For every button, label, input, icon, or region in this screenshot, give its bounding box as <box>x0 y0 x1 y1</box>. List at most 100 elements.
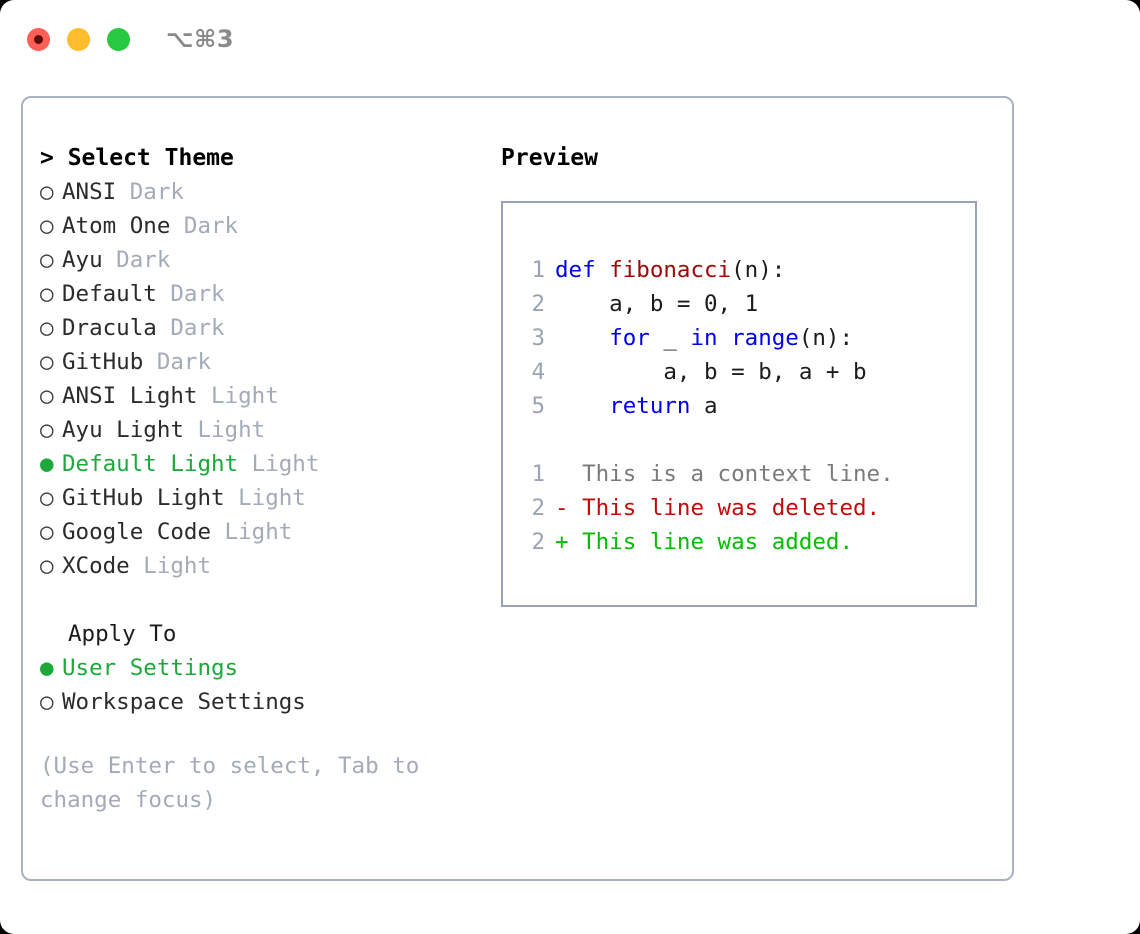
theme-variant-tag: Dark <box>116 179 184 205</box>
line-number: 3 <box>531 325 545 351</box>
theme-name: ANSI <box>62 179 117 205</box>
diff-marker: + <box>555 529 569 555</box>
radio-unselected-icon[interactable]: ○ <box>40 485 54 511</box>
code-token: _ <box>649 325 691 351</box>
code-token: (n): <box>731 257 786 283</box>
diff-text: This line was deleted. <box>568 495 881 521</box>
theme-name: XCode <box>62 553 130 579</box>
code-token: return <box>609 393 691 419</box>
theme-variant-tag: Light <box>197 383 279 409</box>
code-token: a, b = 0, 1 <box>555 291 759 317</box>
theme-option-github[interactable]: ○GitHub Dark <box>40 345 480 379</box>
code-line: 4 a, b = b, a + b <box>503 355 975 389</box>
theme-option-ansi[interactable]: ○ ANSI Dark <box>40 175 480 209</box>
close-button[interactable] <box>27 27 50 51</box>
minimize-button[interactable] <box>67 27 90 51</box>
zoom-button[interactable] <box>107 27 130 51</box>
radio-unselected-icon[interactable]: ○ <box>40 315 54 341</box>
theme-name: Atom One <box>62 213 171 239</box>
theme-name: Default <box>62 281 157 307</box>
line-number: 2 <box>531 495 545 521</box>
code-line: 5 return a <box>503 389 975 423</box>
radio-unselected-icon[interactable]: ○ <box>40 213 54 239</box>
diff-sample: 1 This is a context line. 2- This line wa… <box>503 457 975 559</box>
theme-variant-tag: Light <box>183 417 266 443</box>
theme-variant-tag: Light <box>224 485 306 511</box>
code-token: (n): <box>798 325 854 351</box>
code-token <box>718 325 732 351</box>
radio-unselected-icon[interactable]: ○ <box>40 417 54 443</box>
theme-variant-tag: Dark <box>102 247 171 273</box>
theme-option-default-light[interactable]: ●Default Light Light <box>40 447 480 481</box>
diff-marker <box>555 461 569 487</box>
theme-option-dracula[interactable]: ○ Dracula Dark <box>40 311 480 345</box>
apply-to-header: Apply To <box>68 621 177 647</box>
theme-name: Google Code <box>62 519 212 545</box>
theme-variant-tag: Light <box>211 519 293 545</box>
theme-option-default[interactable]: ○ Default Dark <box>40 277 480 311</box>
line-number: 5 <box>531 393 545 419</box>
radio-selected-icon[interactable]: ● <box>40 451 54 477</box>
theme-name: Default Light <box>62 451 239 477</box>
radio-unselected-icon[interactable]: ○ <box>40 519 54 545</box>
theme-name: Ayu Light <box>62 417 184 443</box>
radio-unselected-icon[interactable]: ○ <box>40 349 54 375</box>
line-number: 1 <box>531 257 545 283</box>
theme-name: GitHub <box>62 349 144 375</box>
diff-text: This line was added. <box>568 529 854 555</box>
theme-option-github-light[interactable]: ○GitHub Light Light <box>40 481 480 515</box>
theme-option-xcode[interactable]: ○XCode Light <box>40 549 480 583</box>
radio-unselected-icon[interactable]: ○ <box>40 383 54 409</box>
code-line: 2 a, b = 0, 1 <box>503 287 975 321</box>
line-number: 2 <box>531 529 545 555</box>
code-diff-gap <box>503 423 975 457</box>
apply-to-option-user-settings[interactable]: ● User Settings <box>40 651 480 685</box>
theme-list-column: > Select Theme ○ANSI Dark○Atom One Dark○… <box>40 141 480 817</box>
line-number: 4 <box>531 359 545 385</box>
preview-title: Preview <box>501 145 598 171</box>
code-token: a, b = b, a + b <box>555 359 867 385</box>
theme-variant-tag: Dark <box>156 315 225 341</box>
diff-text: This is a context line. <box>568 461 894 487</box>
theme-selector-panel: > Select Theme ○ANSI Dark○Atom One Dark○… <box>21 96 1014 881</box>
theme-name: Dracula <box>62 315 157 341</box>
theme-option-atom-one[interactable]: ○Atom One Dark <box>40 209 480 243</box>
radio-unselected-icon[interactable]: ○ <box>40 689 54 715</box>
radio-unselected-icon[interactable]: ○ <box>40 281 54 307</box>
code-token: a <box>690 393 718 419</box>
diff-marker: - <box>555 495 569 521</box>
code-token <box>555 325 609 351</box>
radio-unselected-icon[interactable]: ○ <box>40 553 54 579</box>
theme-name: ANSI Light <box>62 383 198 409</box>
code-token <box>555 393 609 419</box>
code-token: for <box>609 325 650 351</box>
theme-option-ayu[interactable]: ○ Ayu Dark <box>40 243 480 277</box>
radio-unselected-icon[interactable]: ○ <box>40 179 54 205</box>
list-gap <box>40 583 480 617</box>
code-token: in <box>690 325 718 351</box>
theme-variant-tag: Dark <box>156 281 225 307</box>
title-bar: ⌥⌘3 <box>0 0 1140 78</box>
line-number: 1 <box>531 461 545 487</box>
apply-to-option-workspace-settings[interactable]: ○Workspace Settings <box>40 685 480 719</box>
diff-line-del: 2- This line was deleted. <box>503 491 975 525</box>
theme-option-google-code[interactable]: ○ Google Code Light <box>40 515 480 549</box>
line-number: 2 <box>531 291 545 317</box>
code-token: range <box>731 325 799 351</box>
theme-option-ansi-light[interactable]: ○ ANSI Light Light <box>40 379 480 413</box>
theme-list: ○ ANSI Dark ○ Atom One Dark ○ Ayu Dark ○ Defaul… <box>40 175 480 583</box>
theme-name: Ayu <box>62 247 103 273</box>
apply-to-label: User Settings <box>62 655 239 681</box>
keyboard-shortcut-label: ⌥⌘3 <box>166 25 235 53</box>
diff-line-add: 2 + This line was added. <box>503 525 975 559</box>
radio-selected-icon[interactable]: ● <box>40 655 54 681</box>
window-controls <box>27 27 130 51</box>
page-title: > Select Theme <box>40 145 234 171</box>
theme-option-ayu-light[interactable]: ○ Ayu Light Light <box>40 413 480 447</box>
radio-unselected-icon[interactable]: ○ <box>40 247 54 273</box>
